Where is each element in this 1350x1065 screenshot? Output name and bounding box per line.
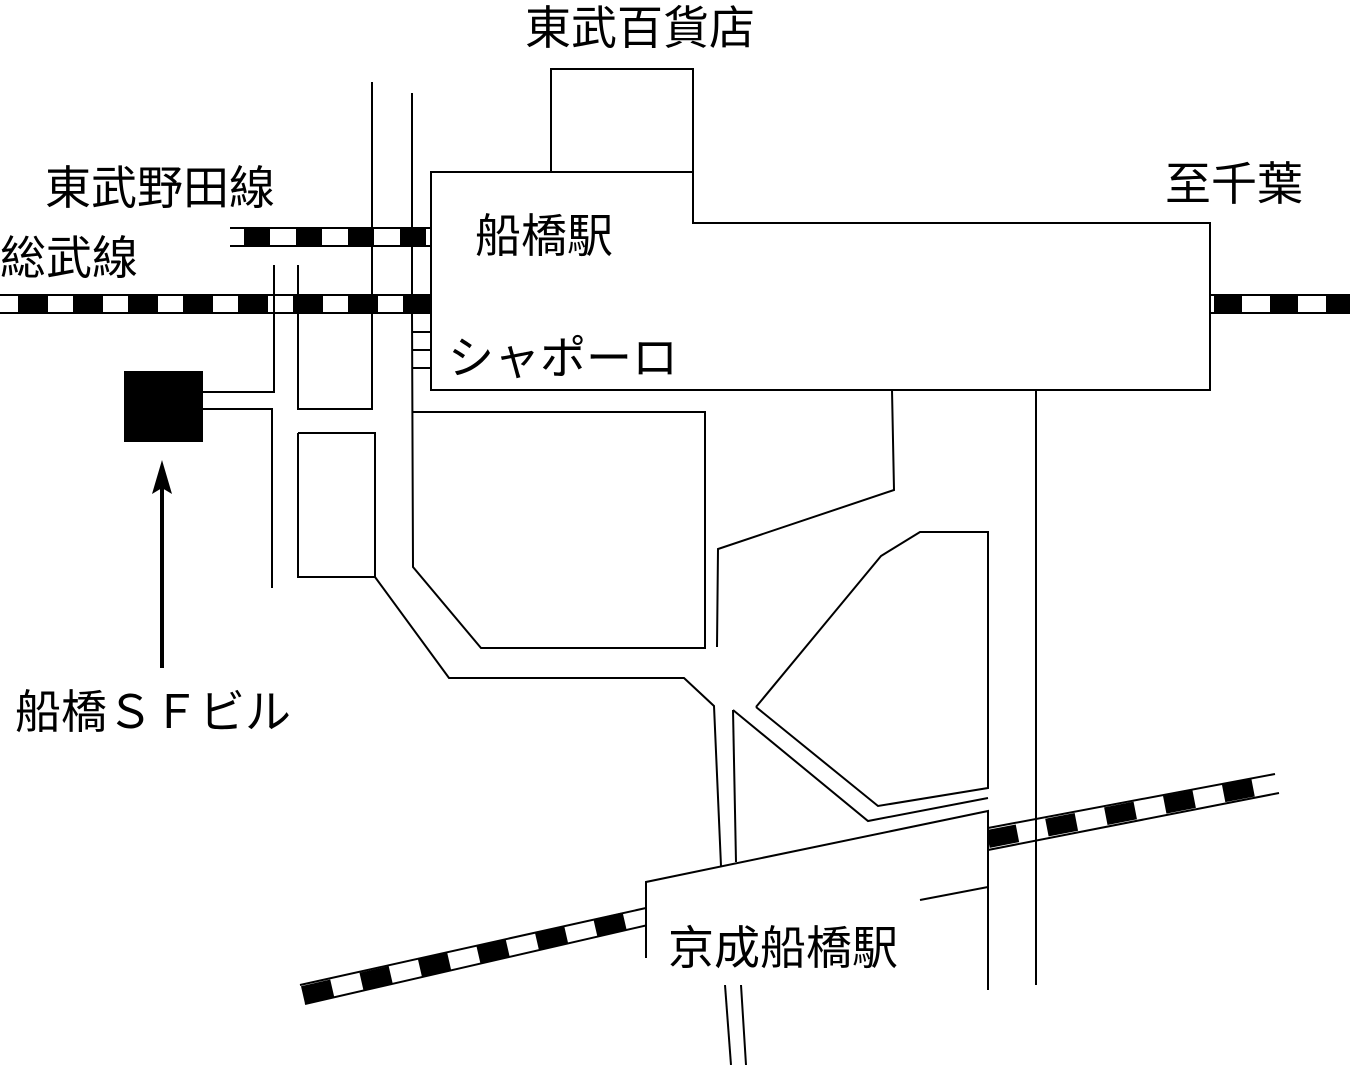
sobu-line-track-west	[0, 294, 432, 314]
keisei-funabashi-station-outline	[645, 809, 989, 985]
shapo-exit-label: シャポーロ	[448, 331, 678, 385]
tobu-noda-line-label: 東武野田線	[45, 161, 275, 215]
arrow-up-icon	[152, 460, 172, 668]
funabashi-station-label: 船橋駅	[475, 209, 613, 263]
tobu-department-store-building	[550, 68, 694, 173]
keisei-funabashi-station-label: 京成船橋駅	[668, 921, 898, 975]
keisei-line-track-west	[299, 907, 650, 1005]
keisei-funabashi-station-building	[646, 811, 988, 985]
funabashi-sf-building-marker	[124, 371, 203, 442]
to-chiba-label: 至千葉	[1165, 157, 1303, 211]
sobu-line-track-east	[1210, 294, 1350, 314]
keisei-line-track-east	[986, 773, 1280, 851]
tobu-noda-line-track	[230, 227, 432, 247]
sobu-line-label: 総武線	[0, 231, 138, 285]
funabashi-sf-building-label: 船橋ＳＦビル	[15, 685, 291, 739]
tobu-department-store-label: 東武百貨店	[525, 1, 755, 55]
funabashi-station-building	[430, 171, 1211, 391]
streets	[203, 82, 1037, 1065]
